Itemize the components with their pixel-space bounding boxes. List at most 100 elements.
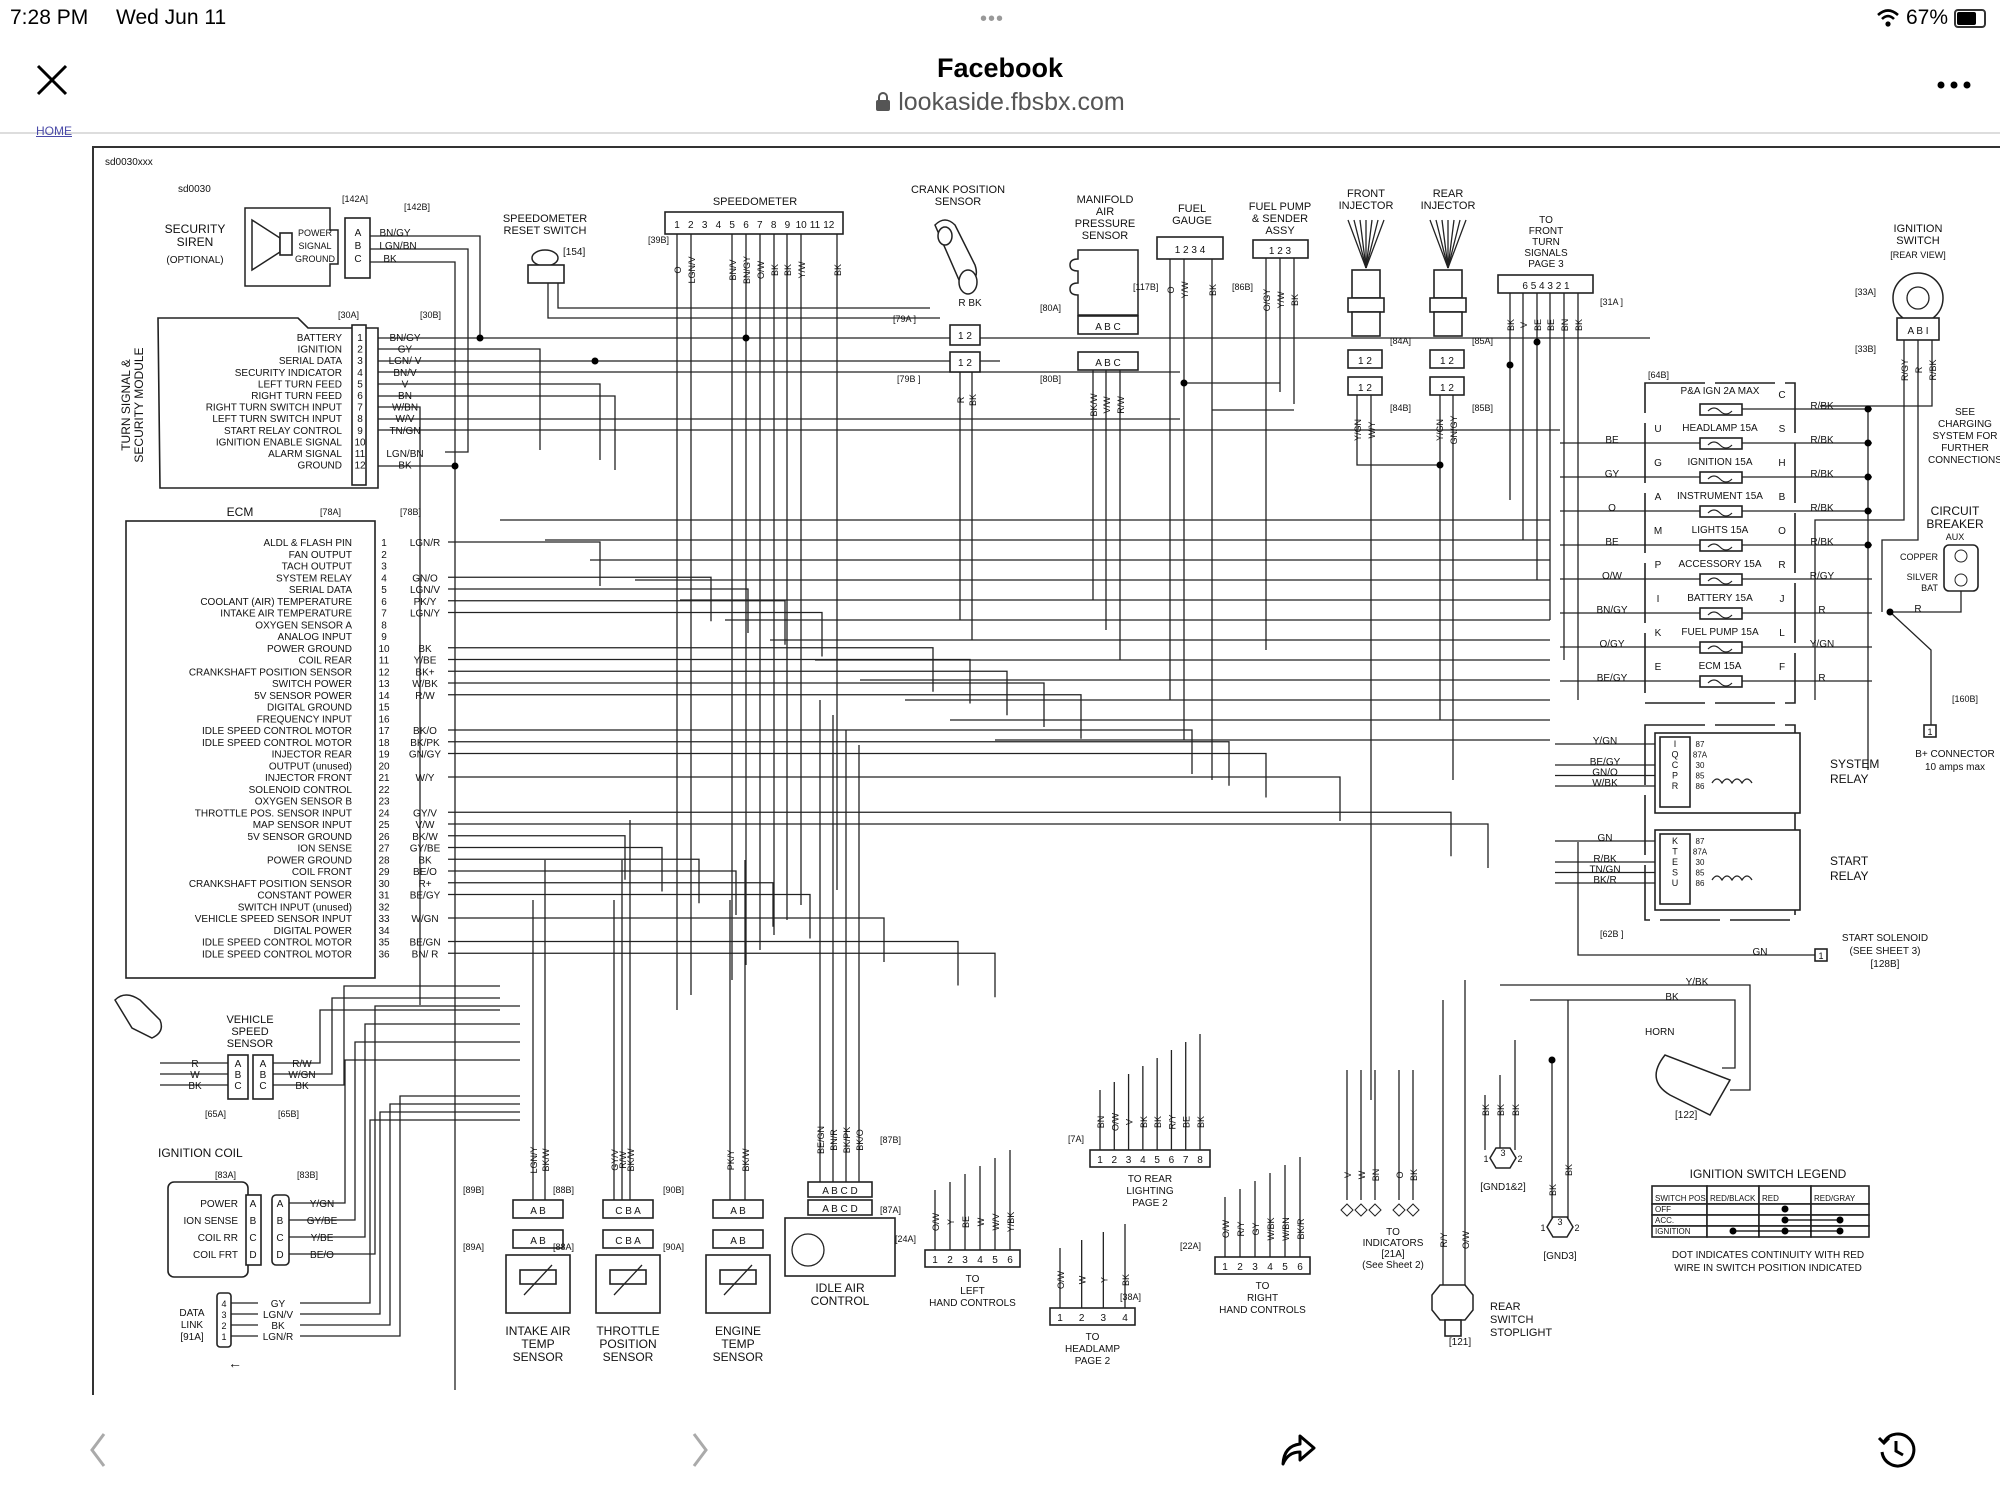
ecm-pin-number: 21 [378,773,390,784]
crank-hole [937,226,953,246]
fuse-icon [1699,573,1743,586]
wire-color-label: O/W [1602,571,1623,582]
tssm-pin-label: START RELAY CONTROL [224,426,342,437]
injector-spray-line [1429,219,1449,269]
fuse-name: HEADLAMP 15A [1682,423,1758,434]
wire-color-label: BK [1153,1116,1163,1128]
siren-pin: A [355,228,362,239]
wire-color-label: V/W [1102,396,1112,414]
wire-color-label: V [1519,322,1529,328]
speedometer-pin: 8 [771,220,777,231]
status-right: 67% [1876,6,1986,30]
legend-title: IGNITION SWITCH LEGEND [1690,1167,1847,1181]
wire-color-label: GY [398,345,413,356]
pin: 1 [1057,1313,1063,1324]
wire [289,1059,520,1204]
siren-title: SECURITY [165,222,226,236]
ref: [117B] [1133,282,1158,292]
wire [300,1095,520,1337]
splice-dot [1886,608,1894,616]
more-options-button[interactable] [1936,66,1972,96]
tssm-pin-label: GROUND [298,461,342,472]
ref: [31A ] [1600,297,1623,307]
start-solenoid-title: [128B] [1871,959,1900,970]
back-button[interactable] [78,1430,118,1474]
indicator-terminal-icon [1354,1203,1368,1217]
ecm-pin-label: DIGITAL GROUND [267,703,352,714]
tssm-pin-label: RIGHT TURN FEED [251,391,342,402]
close-button[interactable] [30,62,74,106]
pin: 5 [1154,1155,1160,1166]
charging-note: SYSTEM FOR [1932,431,1997,442]
chevron-right-icon [692,1433,708,1467]
left-hand-controls-connector [924,1249,1021,1268]
vss-conn-b [252,1054,274,1100]
front-injector-conn-b [1347,376,1383,396]
map-title: PRESSURE [1075,218,1136,230]
wire-color-label: W/V [396,414,415,425]
wire-color-label: BE [961,1216,971,1228]
wire-color-label: O/W [1461,1230,1471,1249]
legend-cell [1706,1214,1760,1227]
close-icon [36,64,68,96]
wire-color-label: LGN/V [410,585,440,596]
ecm-pin-label: SWITCH POWER [272,679,352,690]
wire-color-label: BK [188,1081,202,1092]
fuse-out-pin: J [1780,594,1785,605]
wire-color-label: LGN/BN [379,241,416,252]
forward-button[interactable] [680,1430,720,1474]
ecm-pin-label: INTAKE AIR TEMPERATURE [220,609,352,620]
multitask-dots-icon[interactable]: ••• [980,8,1005,30]
pin: 3 [1500,1148,1505,1158]
doc-id: sd0030xxx [105,157,153,168]
splice-dot [1781,1205,1789,1213]
pins: A B C [1095,358,1121,369]
ecm-pin-number: 14 [378,691,390,702]
arrow-icon: ← [228,1355,242,1371]
splice-dot [1436,461,1444,469]
splice-dot [1864,405,1872,413]
wire [547,283,940,319]
home-link[interactable]: HOME [36,124,72,138]
front-injector-tip [1351,311,1381,337]
relay-coil-icon [1711,778,1753,785]
pin: 6 [1007,1255,1013,1266]
siren-title: SIREN [177,235,214,249]
wire-color-label: BK [271,1321,285,1332]
wire-color-label: Y/GN [1353,419,1363,441]
page-title: Facebook [936,53,1064,83]
tssm-pin-label: BATTERY [297,333,343,344]
wire-color-label: BE [1546,319,1556,331]
fuel-gauge-title: GAUGE [1172,215,1212,227]
tssm-pin-number: 12 [354,461,366,472]
history-button[interactable] [1876,1430,1916,1474]
wire-color-label: Y/W [797,261,807,279]
vss-sensor-icon [114,994,163,1039]
pin: 3 [1252,1262,1258,1273]
ecm-pin-label: SERIAL DATA [289,585,352,596]
coil-pin-label: ION SENSE [184,1216,239,1227]
ecm-pin-label: OUTPUT (unused) [269,761,352,772]
tssm-pin-number: 4 [357,368,363,379]
rear-injector-tip [1433,311,1463,337]
wire-color-label: PK/Y [414,597,437,608]
wire-color-label: R [191,1059,198,1070]
splice-dot [451,462,459,470]
wire-color-label: BK [1196,1116,1206,1128]
ecm-pin-number: 32 [378,902,390,913]
pin: 3 [1557,1217,1562,1227]
charging-note: CHARGING [1938,419,1992,430]
wire-color-label: GN/GY [1449,415,1459,444]
relay-coil-icon [1711,875,1753,882]
circuit-breaker [1943,544,1979,592]
iac-title: IDLE AIR [815,1281,865,1295]
rear-injector-band [1429,297,1467,313]
wire-color-label: BE [1605,435,1619,446]
wire-color-label: BK/R [1593,875,1616,886]
pins: 1 2 [1358,356,1372,367]
ecm-pin-label: COIL FRONT [292,867,352,878]
ecm-pin-number: 4 [381,573,387,584]
ign-coil-conn [271,1194,290,1266]
share-button[interactable] [1278,1430,1318,1474]
wire-color-label: W/GN [411,914,438,925]
